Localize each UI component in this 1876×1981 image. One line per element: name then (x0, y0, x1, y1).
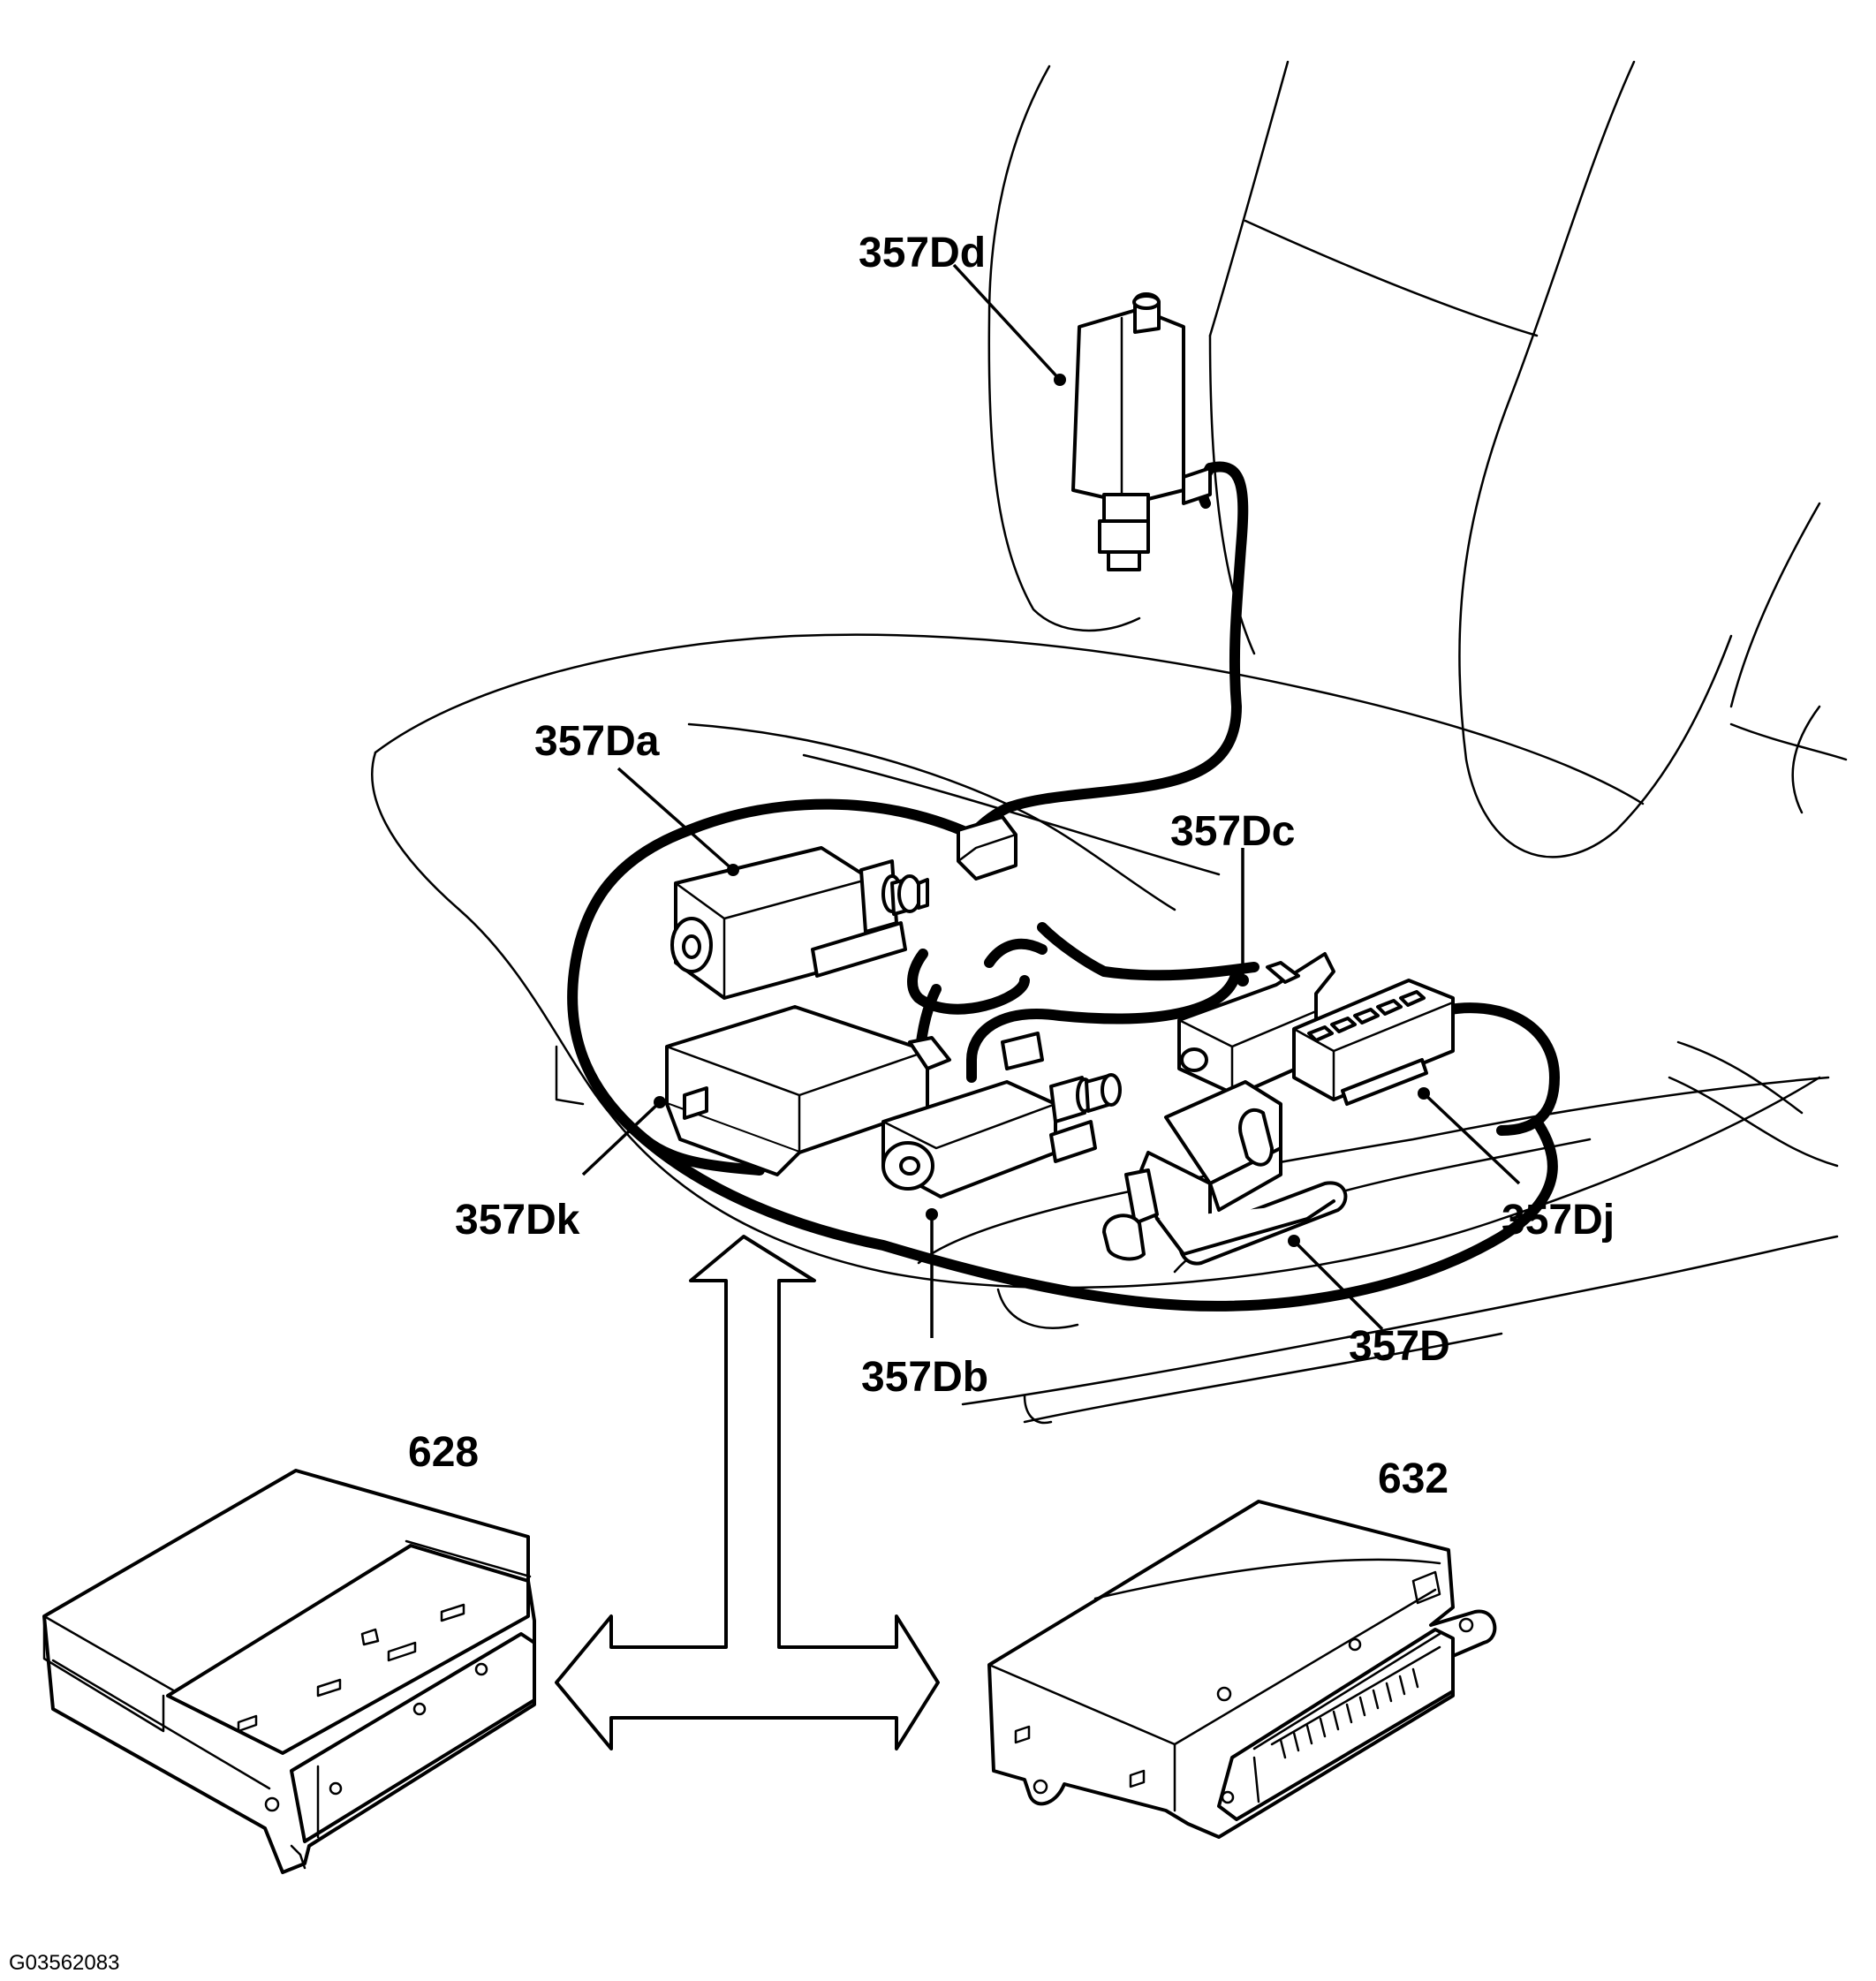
label-357Db: 357Db (861, 1354, 988, 1401)
seat-switch-357D (1102, 1080, 1348, 1266)
seat-backrest (987, 60, 1848, 858)
label-628: 628 (408, 1429, 479, 1476)
motor-357Da (670, 846, 929, 1000)
wiring-harness (567, 461, 1560, 1312)
label-357Dc: 357Dc (1170, 808, 1295, 855)
control-module-632 (987, 1500, 1497, 1839)
label-357Dj: 357Dj (1502, 1197, 1615, 1244)
label-357Dk: 357Dk (455, 1197, 580, 1244)
motor-357Db (881, 1032, 1122, 1198)
label-632: 632 (1378, 1456, 1449, 1502)
label-357Dd: 357Dd (859, 230, 986, 276)
module-357Dk (665, 1005, 951, 1176)
control-module-628 (42, 1469, 536, 1874)
harness-connector (957, 815, 1017, 881)
backrest-motor-357Dd (1071, 292, 1212, 571)
label-357D: 357D (1349, 1323, 1450, 1370)
figure-reference: G03562083 (9, 1951, 119, 1975)
leader-lines (581, 263, 1521, 1338)
data-exchange-arrow (555, 1235, 940, 1750)
label-357Da: 357Da (534, 718, 660, 765)
switch-pack-357Dj (1292, 979, 1455, 1106)
callout-labels: 357Dd 357Da 357Dc 357Dk 357Dj 357Db 357D… (9, 230, 1615, 1975)
